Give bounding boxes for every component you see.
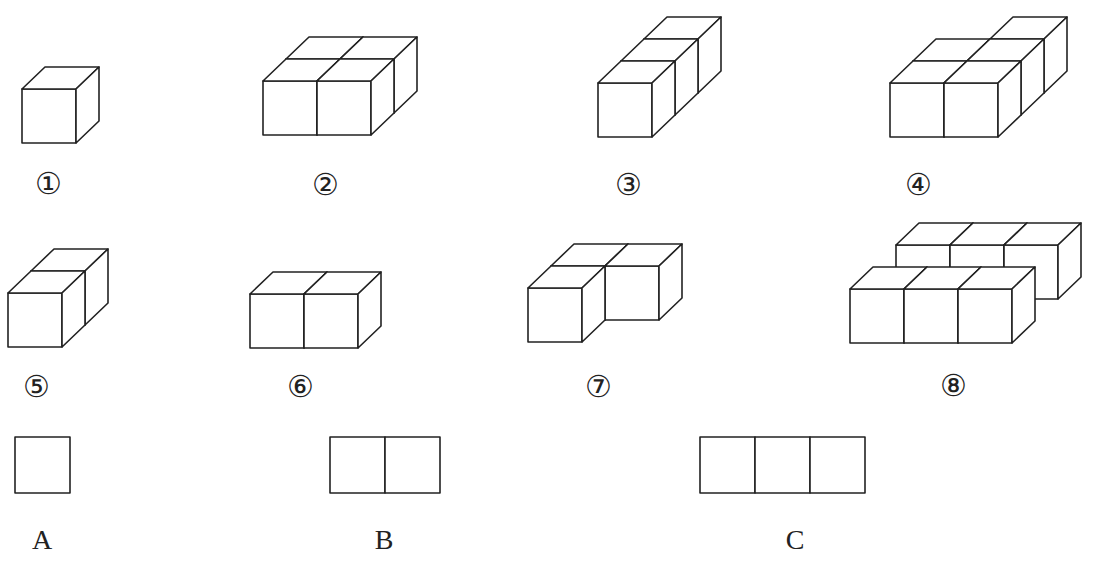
cube-right-face — [1012, 267, 1035, 343]
cube-right-face — [998, 61, 1021, 137]
view-square — [755, 437, 810, 493]
cube-right-face — [675, 39, 698, 115]
cube-front-face — [8, 293, 62, 347]
view-letter: B — [375, 526, 394, 554]
cube-right-face — [62, 271, 85, 347]
cube-front-face — [890, 83, 944, 137]
cube-right-face — [1044, 17, 1067, 93]
view-square — [385, 437, 440, 493]
cube-right-face — [85, 249, 108, 325]
view-letter: C — [786, 526, 805, 554]
view-square — [700, 437, 755, 493]
cube-right-face — [371, 59, 394, 135]
view-letter: A — [32, 526, 52, 554]
cube-right-face — [698, 17, 721, 93]
figure-number: ⑥ — [287, 372, 314, 402]
cube-front-face — [850, 289, 904, 343]
figure-number: ② — [312, 170, 339, 200]
cube-front-face — [317, 81, 371, 135]
figure-number: ① — [35, 169, 62, 199]
figure-number: ⑧ — [940, 371, 967, 401]
cube-front-face — [598, 83, 652, 137]
view-square — [330, 437, 385, 493]
cube-right-face — [1021, 39, 1044, 115]
cube-right-face — [76, 67, 99, 143]
cube-right-face — [652, 61, 675, 137]
cube-right-face — [659, 244, 682, 320]
figure-number: ③ — [615, 170, 642, 200]
view-square — [15, 437, 70, 493]
cube-front-face — [250, 294, 304, 348]
cube-front-face — [944, 83, 998, 137]
cube-right-face — [582, 266, 605, 342]
cube-right-face — [358, 272, 381, 348]
cube-front-face — [958, 289, 1012, 343]
cube-right-face — [1058, 223, 1081, 299]
cube-front-face — [22, 89, 76, 143]
cube-front-face — [304, 294, 358, 348]
view-square — [810, 437, 865, 493]
figure-number: ⑤ — [23, 372, 50, 402]
cube-front-face — [528, 288, 582, 342]
cube-front-face — [904, 289, 958, 343]
figure-number: ⑦ — [585, 372, 612, 402]
cube-front-face — [605, 266, 659, 320]
cube-front-face — [263, 81, 317, 135]
figure-number: ④ — [905, 170, 932, 200]
cube-right-face — [394, 37, 417, 113]
